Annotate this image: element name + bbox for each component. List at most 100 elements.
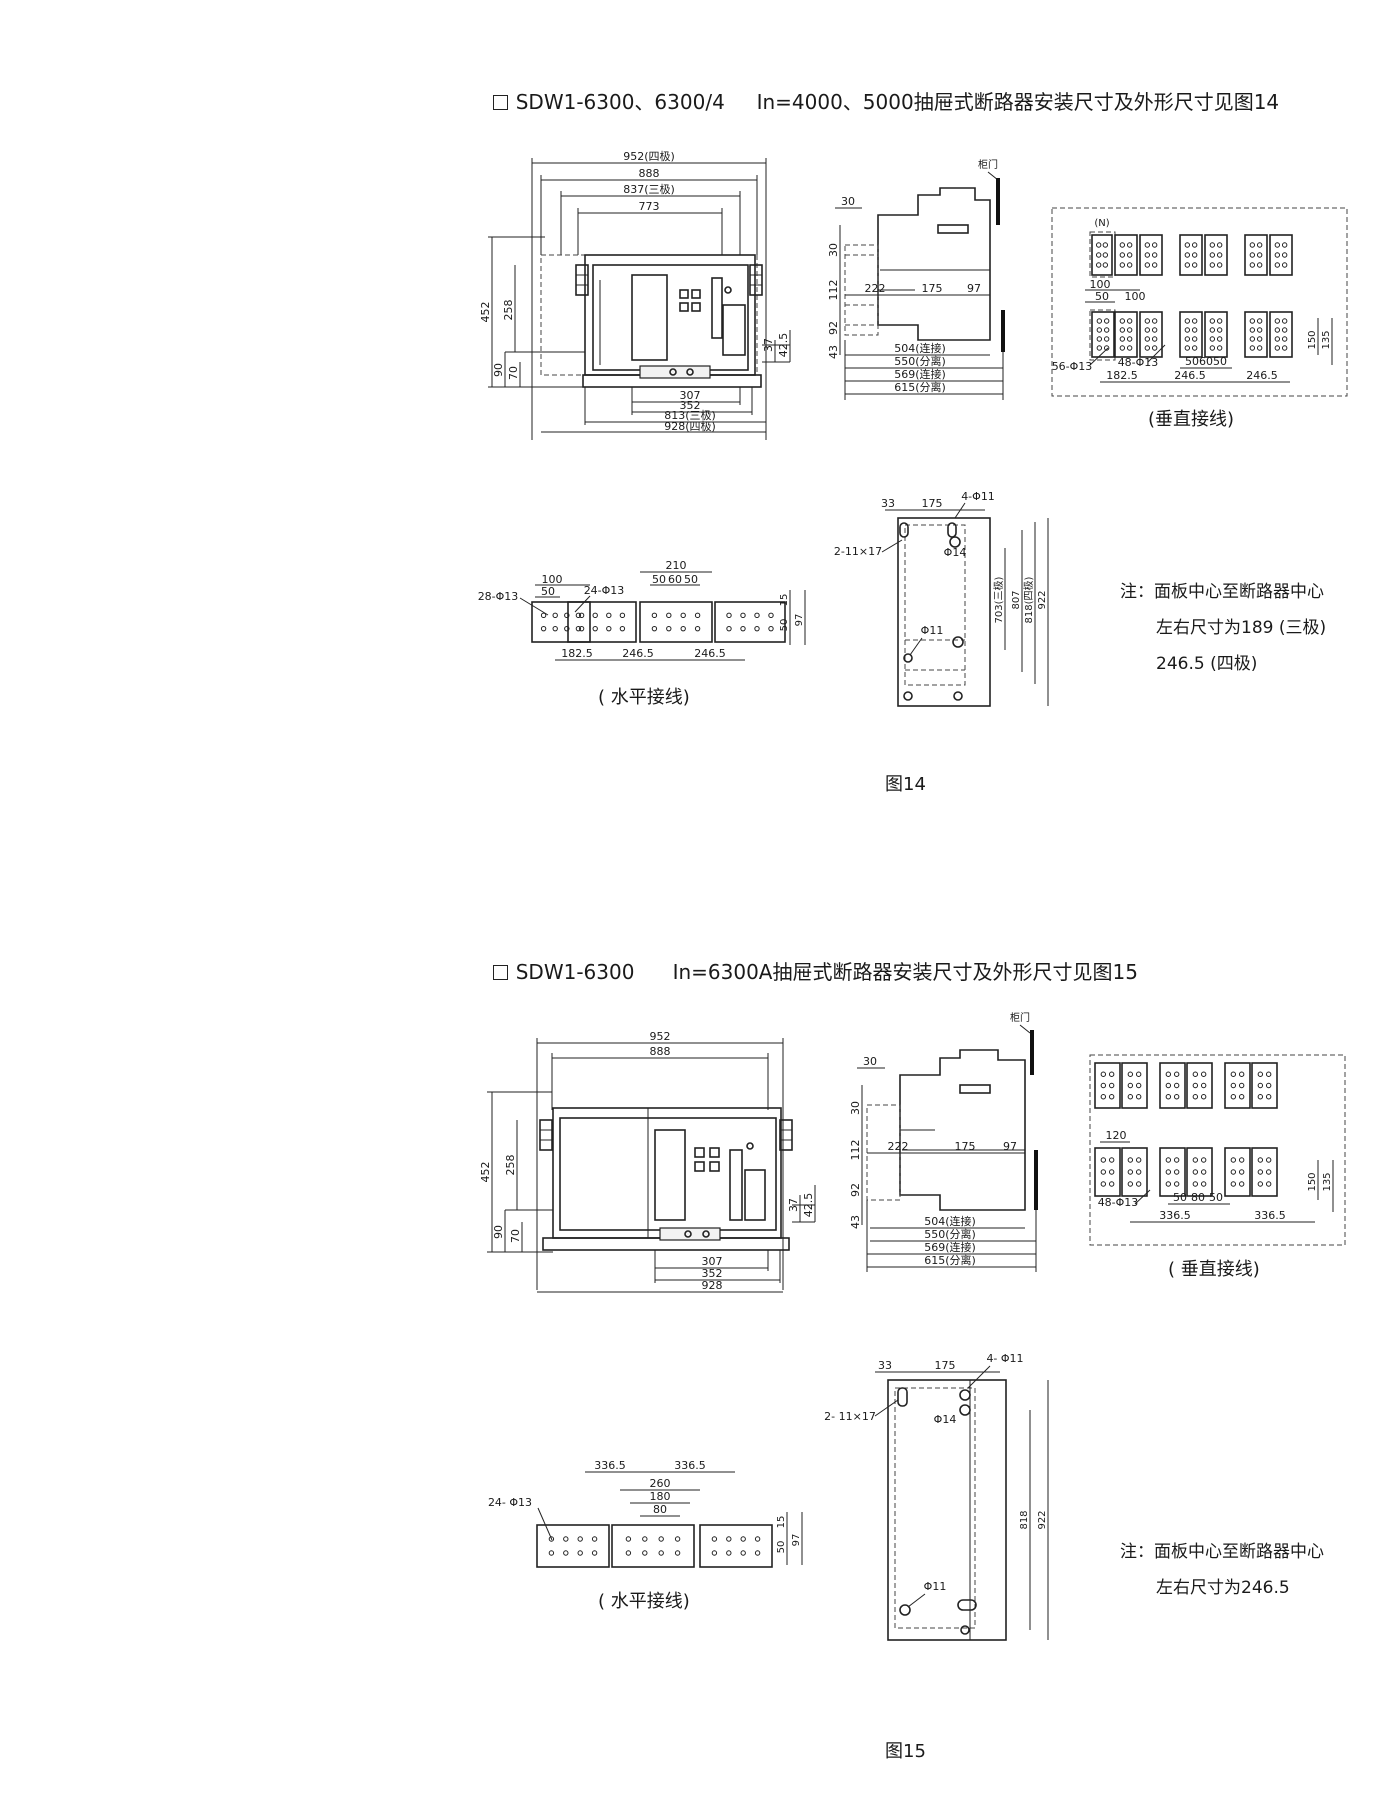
dim-label: 336.5 xyxy=(594,1459,626,1472)
bolt-hole-icon xyxy=(1274,327,1281,333)
dim-label: 175 xyxy=(935,1359,956,1372)
label: 24- Φ13 xyxy=(488,1496,532,1509)
label: 2- 11×17 xyxy=(824,1410,876,1423)
dim-label: 15 xyxy=(779,594,790,607)
terminal-block xyxy=(1091,234,1113,276)
dim-label: 43 xyxy=(849,1215,862,1229)
bolt-hole-icon xyxy=(1126,318,1133,324)
bolt-hole-icon xyxy=(1238,1071,1245,1077)
terminal-block xyxy=(714,601,786,643)
bolt-hole-icon xyxy=(1191,336,1198,342)
bolt-hole-icon xyxy=(1127,1169,1134,1175)
bolt-hole-icon xyxy=(1135,1157,1142,1163)
bolt-hole-icon xyxy=(1173,1082,1180,1089)
bolt-hole-icon xyxy=(1108,1181,1115,1187)
terminal-block xyxy=(1094,1062,1121,1109)
bolt-hole-icon xyxy=(540,612,547,619)
terminal-block xyxy=(1224,1147,1251,1197)
bolt-hole-icon xyxy=(1144,327,1151,333)
bolt-hole-icon xyxy=(625,1550,632,1556)
terminal-block xyxy=(1269,234,1293,276)
bolt-hole-icon xyxy=(642,1550,648,1556)
dim-label: 37 xyxy=(762,338,775,352)
checkbox-square-icon xyxy=(492,95,508,110)
bolt-hole-icon xyxy=(1108,1094,1115,1100)
bolt-hole-icon xyxy=(1135,1169,1142,1175)
bolt-hole-icon xyxy=(563,1536,569,1542)
bolt-hole-icon xyxy=(1274,318,1281,324)
label: Φ14 xyxy=(934,1413,957,1426)
terminal-block xyxy=(1204,234,1228,276)
label: 28-Φ13 xyxy=(478,590,519,603)
dim-label: 307 xyxy=(702,1255,723,1268)
dim-label: 336.5 xyxy=(674,1459,706,1472)
bolt-hole-icon xyxy=(1230,1082,1237,1089)
bolt-hole-icon xyxy=(1173,1157,1180,1163)
bolt-hole-icon xyxy=(1257,1181,1264,1187)
bolt-hole-icon xyxy=(740,1550,746,1556)
label: 4- Φ11 xyxy=(986,1352,1023,1365)
bolt-hole-icon xyxy=(1209,318,1216,324)
bolt-hole-icon xyxy=(1249,318,1256,324)
bolt-hole-icon xyxy=(694,625,701,632)
bolt-hole-icon xyxy=(1216,262,1223,268)
bolt-hole-icon xyxy=(1100,1157,1107,1163)
bolt-hole-icon xyxy=(1102,252,1109,258)
bolt-hole-icon xyxy=(1173,1094,1180,1100)
bolt-hole-icon xyxy=(1135,1181,1142,1187)
dim-label: 504(连接) xyxy=(924,1215,976,1228)
bolt-hole-icon xyxy=(578,625,585,632)
bolt-hole-icon xyxy=(1127,1181,1134,1187)
terminal-group-top xyxy=(1091,234,1293,276)
dim-label: 258 xyxy=(504,1155,517,1176)
bolt-hole-icon xyxy=(1249,262,1256,268)
bolt-hole-icon xyxy=(563,1550,569,1556)
bolt-hole-icon xyxy=(1216,252,1223,258)
terminal-block xyxy=(1114,234,1138,276)
bolt-hole-icon xyxy=(1209,242,1216,248)
dim-label: 100 xyxy=(1090,278,1111,291)
section2-heading: SDW1-6300 In=6300A抽屉式断路器安装尺寸及外形尺寸见图15 xyxy=(480,932,1138,985)
dim-label: 150 xyxy=(1307,1172,1318,1191)
bolt-hole-icon xyxy=(1126,336,1133,342)
bolt-hole-icon xyxy=(1127,1071,1134,1077)
bolt-hole-icon xyxy=(1151,318,1158,324)
bolt-hole-icon xyxy=(1238,1181,1245,1187)
note-line: 左右尺寸为189 (三极) xyxy=(1156,618,1327,638)
bolt-hole-icon xyxy=(577,1550,583,1556)
dim-label: 30 xyxy=(841,195,855,208)
dim-label: 818(四极) xyxy=(1022,576,1035,623)
bolt-hole-icon xyxy=(1165,1181,1172,1187)
bolt-hole-icon xyxy=(1096,336,1103,342)
dim-label: 258 xyxy=(502,300,515,321)
terminal-block xyxy=(1094,1147,1121,1197)
bolt-hole-icon xyxy=(1191,345,1198,351)
bolt-hole-icon xyxy=(740,1536,746,1542)
bolt-hole-icon xyxy=(726,625,732,632)
bolt-hole-icon xyxy=(1238,1157,1245,1163)
bolt-hole-icon xyxy=(1144,252,1151,258)
dim-label: 807 xyxy=(1011,590,1022,609)
bolt-hole-icon xyxy=(1216,327,1223,333)
bolt-hole-icon xyxy=(1144,336,1151,342)
note-line: 注：面板中心至断路器中心 xyxy=(1120,1542,1324,1562)
bolt-hole-icon xyxy=(1184,327,1191,333)
dim-label: 112 xyxy=(827,280,840,301)
bolt-hole-icon xyxy=(1256,327,1263,333)
dim-label: 352 xyxy=(702,1267,723,1280)
bolt-hole-icon xyxy=(711,1550,718,1556)
terminal-block xyxy=(1114,311,1138,358)
dim-label: 452 xyxy=(479,302,492,323)
bolt-hole-icon xyxy=(1095,252,1102,258)
bolt-hole-icon xyxy=(1126,345,1133,351)
bolt-hole-icon xyxy=(1274,345,1281,351)
bolt-hole-icon xyxy=(642,1536,648,1542)
bolt-hole-icon xyxy=(1191,262,1198,268)
s2-vertical-wiring-caption: ( 垂直接线) xyxy=(1168,1259,1260,1280)
terminal-block xyxy=(1179,234,1203,276)
bolt-hole-icon xyxy=(1119,327,1126,333)
terminal-block xyxy=(1139,234,1163,276)
bolt-hole-icon xyxy=(1238,1082,1245,1089)
terminal-group-top xyxy=(1094,1062,1278,1109)
bolt-hole-icon xyxy=(592,612,598,619)
